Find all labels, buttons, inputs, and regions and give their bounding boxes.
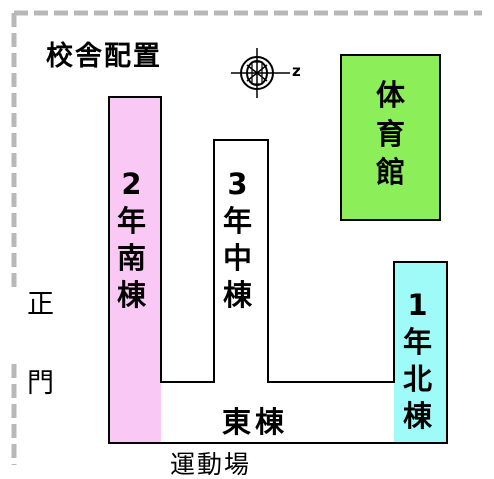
north-wing-label: 1 年 北 棟 [403, 287, 432, 435]
north-wing-label-char: 棟 [403, 399, 433, 434]
east-wing-label: 東棟 [222, 405, 289, 439]
south-wing-label-char: 年 [117, 204, 147, 239]
north-wing-fill [394, 262, 447, 443]
compass-icon [231, 48, 290, 98]
gym-label-char: 館 [376, 155, 406, 190]
sports-field-label: 運動場 [170, 450, 252, 479]
gym-label: 体 育 館 [376, 76, 405, 192]
north-wing-label-char: 北 [403, 362, 433, 397]
middle-wing-label-char: 中 [223, 241, 253, 276]
south-wing-label: 2 年 南 棟 [117, 166, 146, 314]
middle-wing-label-char: 年 [223, 204, 253, 239]
main-gate-label-2: 門 [27, 368, 54, 399]
south-wing-label-char: 棟 [117, 278, 147, 313]
main-gate-label-1: 正 [27, 289, 54, 320]
south-wing-label-char: 2 [121, 167, 142, 201]
south-wing-fill [109, 97, 161, 443]
page-title: 校舎配置 [46, 41, 162, 72]
north-wing-label-char: 1 [407, 288, 428, 322]
gym-label-char: 育 [376, 116, 406, 151]
gym-building [340, 54, 441, 221]
gym-label-char: 体 [376, 78, 406, 112]
compass-north-label: z [292, 62, 301, 80]
middle-wing-label: 3 年 中 棟 [223, 166, 252, 314]
middle-wing-label-char: 棟 [223, 278, 253, 313]
north-wing-label-char: 年 [403, 325, 433, 360]
south-wing-label-char: 南 [117, 241, 147, 276]
middle-wing-label-char: 3 [227, 167, 248, 201]
school-building-outline [108, 96, 448, 444]
